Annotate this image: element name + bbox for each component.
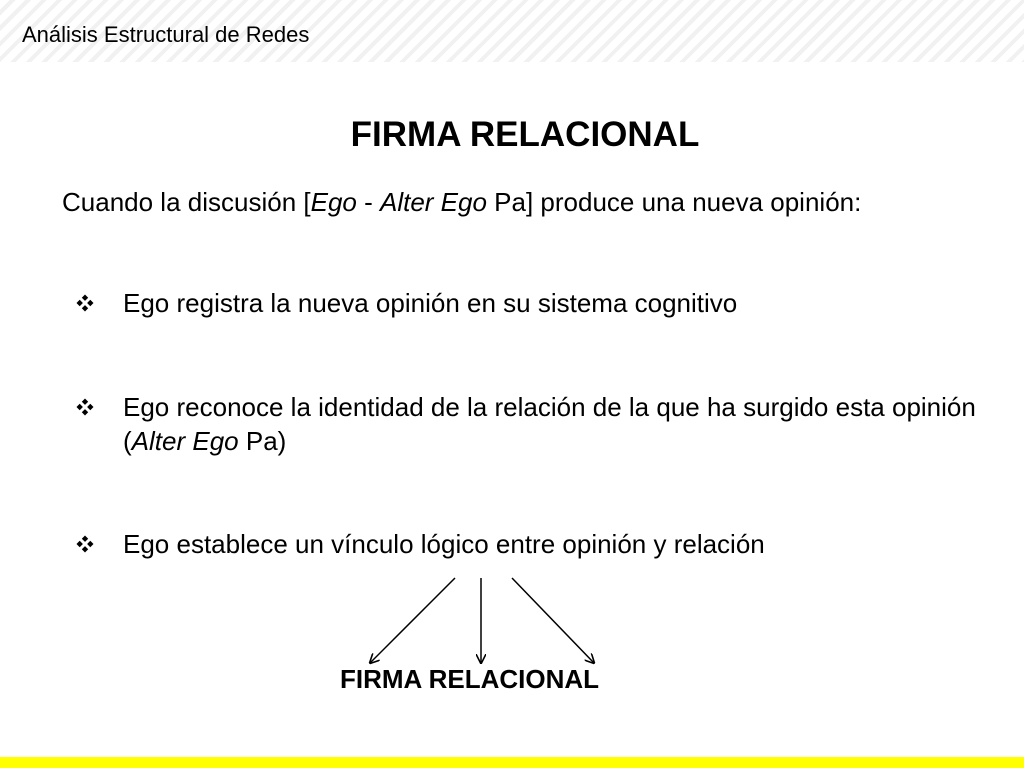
bullet-text-italic: Alter Ego (131, 426, 239, 456)
intro-alter-ego: Alter Ego (379, 187, 487, 217)
intro-prefix: Cuando la discusión [ (62, 187, 311, 217)
diamond-bullet-icon (76, 398, 94, 416)
intro-sep: - (356, 187, 380, 217)
slide-title: FIRMA RELACIONAL (350, 115, 700, 154)
result-label: FIRMA RELACIONAL (340, 664, 600, 694)
header-band (0, 0, 1024, 62)
bullet-text: Ego reconoce la identidad de la relación… (123, 390, 1003, 458)
diamond-bullet-icon (76, 535, 94, 553)
arrow-left (370, 577, 456, 663)
arrow-right (511, 577, 594, 663)
diamond-bullet-icon (76, 294, 94, 312)
bullet-text-main: Ego reconoce la identidad de la relación… (123, 392, 976, 456)
bullet-text-suffix: Pa) (238, 426, 287, 456)
footer-bar (0, 757, 1024, 768)
header-title: Análisis Estructural de Redes (22, 22, 310, 47)
bullet-text: Ego registra la nueva opinión en su sist… (123, 288, 738, 318)
intro-text: Cuando la discusión [Ego - Alter Ego Pa]… (62, 185, 861, 219)
intro-ego: Ego (310, 187, 357, 217)
intro-suffix: Pa] produce una nueva opinión: (486, 187, 862, 217)
bullet-text: Ego establece un vínculo lógico entre op… (123, 529, 765, 559)
